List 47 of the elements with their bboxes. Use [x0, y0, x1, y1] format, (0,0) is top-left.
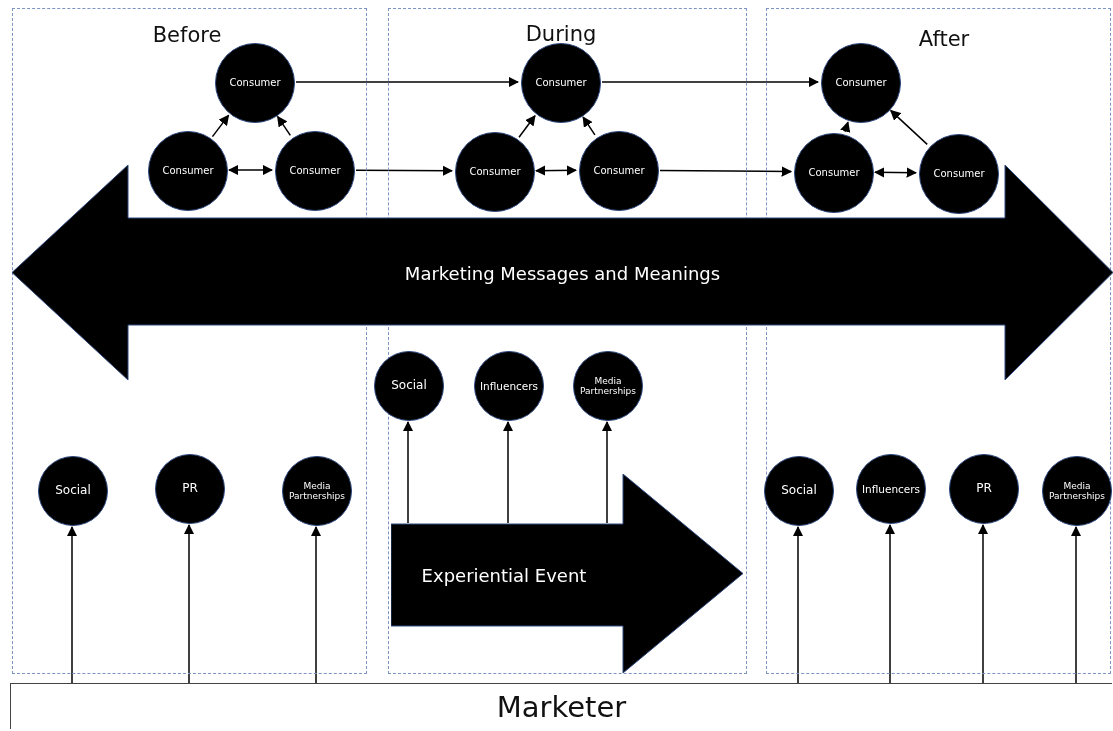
arrow [518, 114, 536, 138]
circle-node: Consumer [579, 131, 659, 211]
circle-node: Influencers [856, 454, 926, 524]
circle-node: Media Partnerships [282, 456, 352, 526]
circle-node: Social [38, 456, 108, 526]
circle-node: Social [374, 351, 444, 421]
circle-node: Consumer [794, 133, 874, 213]
circle-node: PR [155, 454, 225, 524]
arrow [601, 420, 613, 524]
arrow [310, 525, 322, 684]
circle-node: Media Partnerships [1042, 456, 1112, 526]
arrow-label: Experiential Event [421, 564, 587, 586]
arrow [276, 115, 292, 137]
double-headed-arrow [534, 165, 578, 176]
arrow [502, 420, 514, 524]
arrow [840, 121, 851, 133]
circle-node: Consumer [821, 43, 901, 123]
marketer-box: Marketer [10, 683, 1112, 729]
arrow-label: Marketing Messages and Meanings [404, 262, 721, 283]
circle-node: Consumer [919, 134, 999, 214]
circle-node: Media Partnerships [573, 351, 643, 421]
double-headed-arrow [227, 164, 274, 176]
arrow [183, 523, 195, 684]
arrow [659, 166, 793, 177]
arrow [890, 109, 928, 146]
arrow [792, 525, 804, 684]
circle-node: PR [949, 454, 1019, 524]
arrow [1070, 525, 1082, 684]
pointed-banner [391, 474, 743, 673]
circle-node: Consumer [455, 132, 535, 212]
arrow [355, 165, 454, 176]
circle-node: Consumer [275, 131, 355, 211]
arrow [402, 420, 414, 524]
circle-node: Influencers [474, 351, 544, 421]
arrow [977, 523, 989, 684]
arrow [884, 523, 896, 684]
double-headed-arrow [873, 167, 918, 178]
panel-title: During [525, 22, 597, 46]
arrow [582, 116, 596, 136]
arrow [601, 76, 820, 88]
panel-title: After [918, 27, 970, 51]
circle-node: Social [764, 456, 834, 526]
circle-node: Consumer [215, 43, 295, 123]
circle-node: Consumer [148, 131, 228, 211]
arrow [66, 525, 78, 684]
arrow [211, 114, 230, 138]
arrow [295, 76, 520, 88]
